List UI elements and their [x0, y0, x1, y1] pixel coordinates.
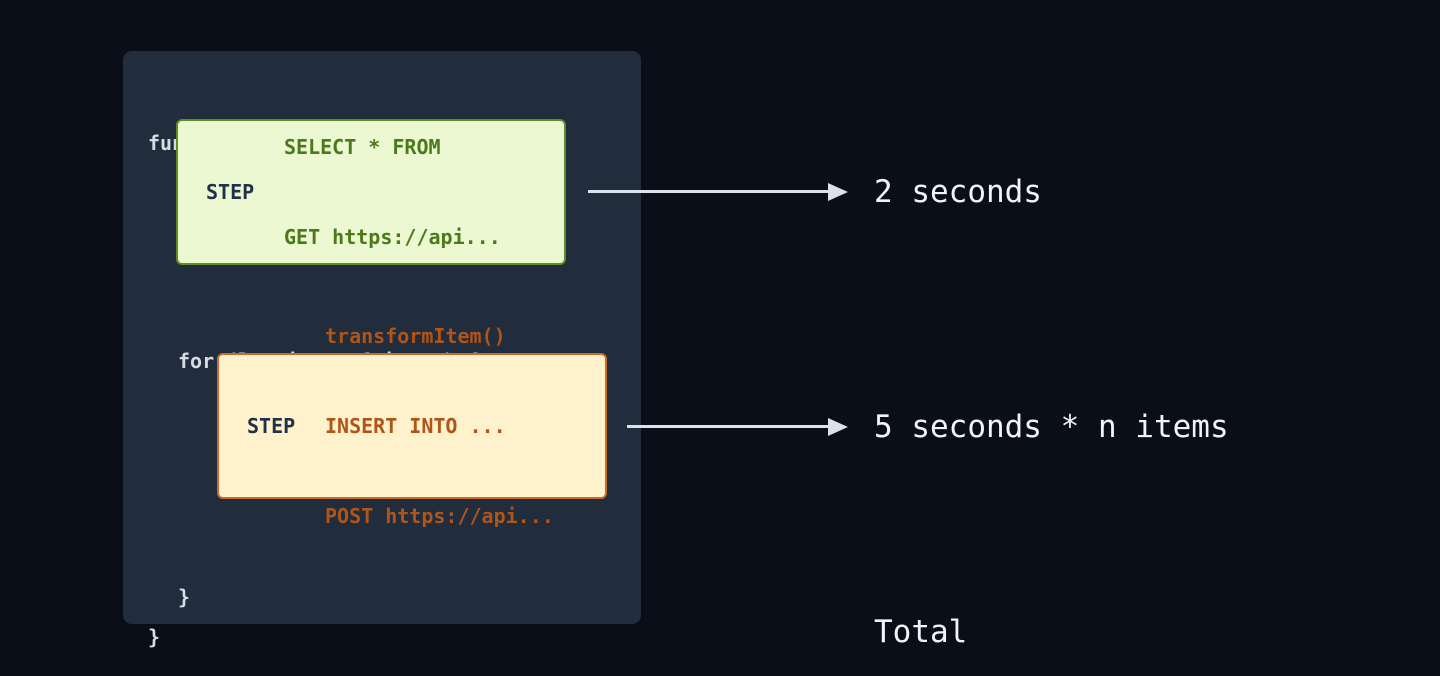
code-card: function () { STEP SELECT * FROM GET htt… [123, 51, 641, 648]
code-line-for-close: } [178, 585, 191, 609]
extract-step-code-line: SELECT * FROM [284, 135, 441, 159]
loop-step-code-line: INSERT INTO ... [325, 414, 506, 438]
extract-step-code-line: GET https://api... [284, 225, 501, 249]
loop-step-time-annotation: 5 seconds * n items [874, 409, 1229, 445]
code-line-function-close: } [148, 625, 161, 649]
loop-step-code-line: POST https://api... [325, 504, 554, 528]
loop-step-code-line: transformItem() [325, 324, 506, 348]
extract-step-box: STEP SELECT * FROM GET https://api... [176, 119, 566, 265]
loop-step-box: STEP transformItem() INSERT INTO ... POS… [217, 324, 607, 528]
extract-step-arrow [588, 182, 848, 201]
extract-step-time-annotation: 2 seconds [874, 174, 1042, 210]
loop-step-label: STEP [247, 414, 296, 438]
loop-step-code: transformItem() INSERT INTO ... POST htt… [325, 261, 554, 591]
total-title: Total [874, 614, 968, 650]
total-block: Total 100 items = 502 seconds [874, 530, 1303, 676]
extract-step-label: STEP [206, 180, 255, 204]
loop-step-arrow [627, 417, 848, 436]
extract-step-code: SELECT * FROM GET https://api... [284, 72, 501, 312]
